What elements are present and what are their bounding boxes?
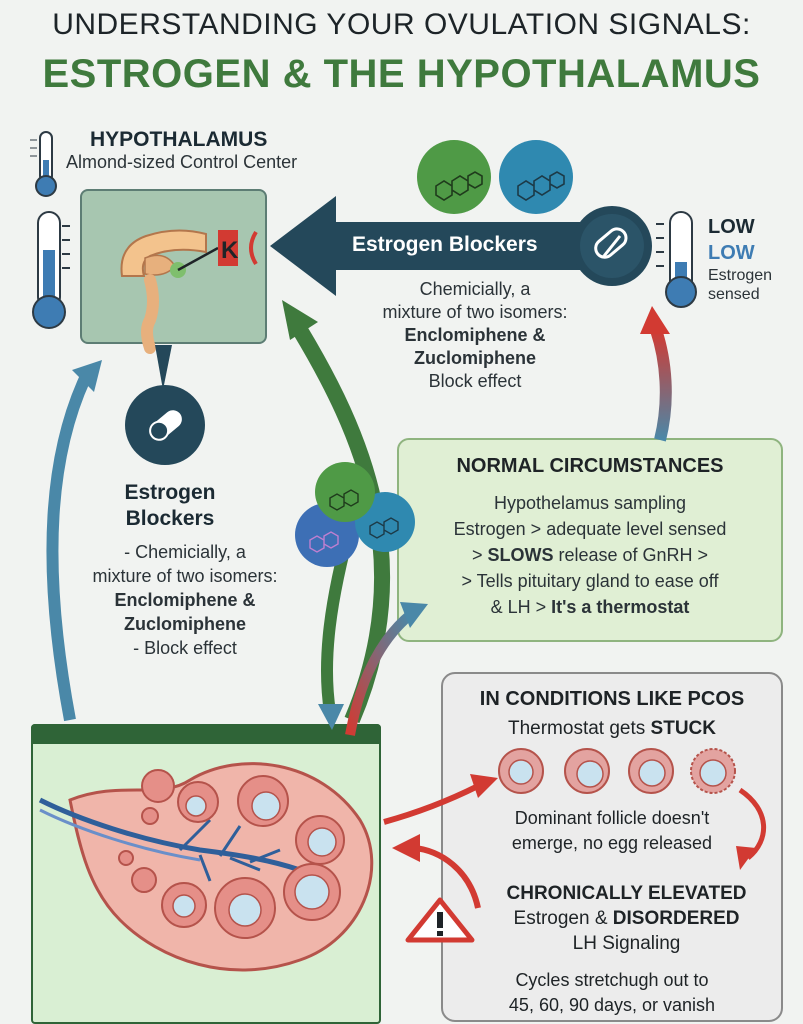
pill-icon bbox=[594, 227, 628, 259]
left-note: - Chemicially, a mixture of two isomers:… bbox=[50, 540, 320, 660]
low-label-2: LOW bbox=[708, 242, 755, 264]
normal-line3: > SLOWS release of GnRH > bbox=[397, 542, 783, 568]
title-line-1: UNDERSTANDING YOUR OVULATION SIGNALS: bbox=[52, 8, 751, 41]
left-heading: Estrogen Blockers bbox=[80, 480, 260, 532]
left-heading-2: Blockers bbox=[125, 507, 215, 530]
chronic-line2-bold: DISORDERED bbox=[612, 908, 740, 929]
center-note: Chemicially, a mixture of two isomers: E… bbox=[340, 278, 610, 393]
low-line2: sensed bbox=[708, 286, 760, 303]
normal-line5-pre: & LH > bbox=[490, 597, 552, 617]
banner-label: Estrogen Blockers bbox=[352, 233, 538, 256]
chronic-line1: CHRONICALLY ELEVATED bbox=[506, 883, 747, 904]
normal-line5: & LH > It's a thermostat bbox=[397, 594, 783, 620]
brain-illustration: K bbox=[120, 229, 258, 354]
center-note-line1: Chemicially, a bbox=[419, 279, 531, 299]
left-note-line4: Zuclomiphene bbox=[123, 614, 246, 634]
red-arrow-from-pcos bbox=[392, 834, 481, 909]
red-arrow-up bbox=[640, 306, 672, 442]
left-note-line1: - Chemicially, a bbox=[124, 542, 246, 562]
normal-line3-post: release of GnRH > bbox=[553, 545, 709, 565]
normal-body: Hypothelamus sampling Estrogen > adequat… bbox=[397, 490, 783, 620]
pcos-heading: IN CONDITIONS LIKE PCOS bbox=[479, 688, 745, 710]
blocker-molecule-icon bbox=[499, 140, 573, 214]
center-note-line3: Enclomiphene & bbox=[404, 325, 546, 345]
follicle-line2: emerge, no egg released bbox=[511, 833, 713, 853]
warning-icon bbox=[405, 897, 475, 943]
thermometer-right-icon bbox=[656, 211, 697, 308]
follicle-note: Dominant follicle doesn't emerge, no egg… bbox=[441, 806, 783, 856]
low-estrogen-sensed: Estrogen sensed bbox=[708, 266, 772, 304]
normal-line3-pre: > bbox=[471, 545, 488, 565]
center-note-line4: Zuclomiphene bbox=[413, 348, 536, 368]
normal-line4: > Tells pituitary gland to ease off bbox=[461, 571, 719, 591]
blue-arrow-up bbox=[46, 360, 102, 722]
follicle-row bbox=[498, 748, 736, 794]
chronic-line2: Estrogen & DISORDERED bbox=[470, 906, 783, 931]
chronic-note: CHRONICALLY ELEVATED Estrogen & DISORDER… bbox=[470, 881, 783, 956]
cycles-note: Cycles stretchugh out to 45, 60, 90 days… bbox=[441, 968, 783, 1018]
chronic-line3: LH Signaling bbox=[572, 933, 681, 954]
thermometer-left-icon bbox=[32, 211, 70, 329]
follicle-line1: Dominant follicle doesn't bbox=[514, 808, 710, 828]
chronic-line2-pre: Estrogen & bbox=[513, 908, 613, 929]
red-arrow-to-pcos bbox=[383, 774, 498, 825]
cycles-line2: 45, 60, 90 days, or vanish bbox=[508, 995, 716, 1015]
molecule-cluster-icon bbox=[295, 462, 415, 567]
cycles-line1: Cycles stretchugh out to bbox=[515, 970, 709, 990]
left-note-line5: - Block effect bbox=[133, 638, 237, 658]
left-heading-1: Estrogen bbox=[124, 481, 216, 504]
center-note-line2: mixture of two isomers: bbox=[382, 302, 568, 322]
normal-line5-bold: It's a thermostat bbox=[551, 597, 690, 617]
thermometer-small-icon bbox=[30, 131, 57, 197]
estrogen-molecule-icon bbox=[417, 140, 491, 214]
red-arrow-follicle-loop bbox=[736, 787, 766, 870]
center-note-line5: Block effect bbox=[428, 371, 522, 391]
left-note-line3: Enclomiphene & bbox=[114, 590, 256, 610]
low-label-1: LOW bbox=[708, 216, 755, 238]
normal-line2: Estrogen > adequate level sensed bbox=[453, 519, 727, 539]
normal-line1: Hypothelamus sampling bbox=[493, 493, 687, 513]
normal-line3-bold: SLOWS bbox=[487, 545, 554, 565]
normal-heading: NORMAL CIRCUMSTANCES bbox=[456, 455, 724, 477]
hypothalamus-title: HYPOTHALAMUS bbox=[90, 128, 268, 151]
left-note-line2: mixture of two isomers: bbox=[92, 566, 278, 586]
red-blue-arrow bbox=[345, 602, 428, 736]
title-line-2: ESTROGEN & THE HYPOTHALAMUS bbox=[42, 52, 761, 96]
pcos-sub-pre: Thermostat gets bbox=[507, 718, 651, 739]
low-line1: Estrogen bbox=[708, 267, 773, 284]
left-pill-icon bbox=[149, 410, 182, 441]
pcos-sub-bold: STUCK bbox=[650, 718, 716, 739]
pcos-subtitle: Thermostat gets STUCK bbox=[441, 718, 783, 740]
svg-text:K: K bbox=[221, 237, 239, 264]
hypothalamus-subtitle: Almond-sized Control Center bbox=[66, 152, 298, 172]
